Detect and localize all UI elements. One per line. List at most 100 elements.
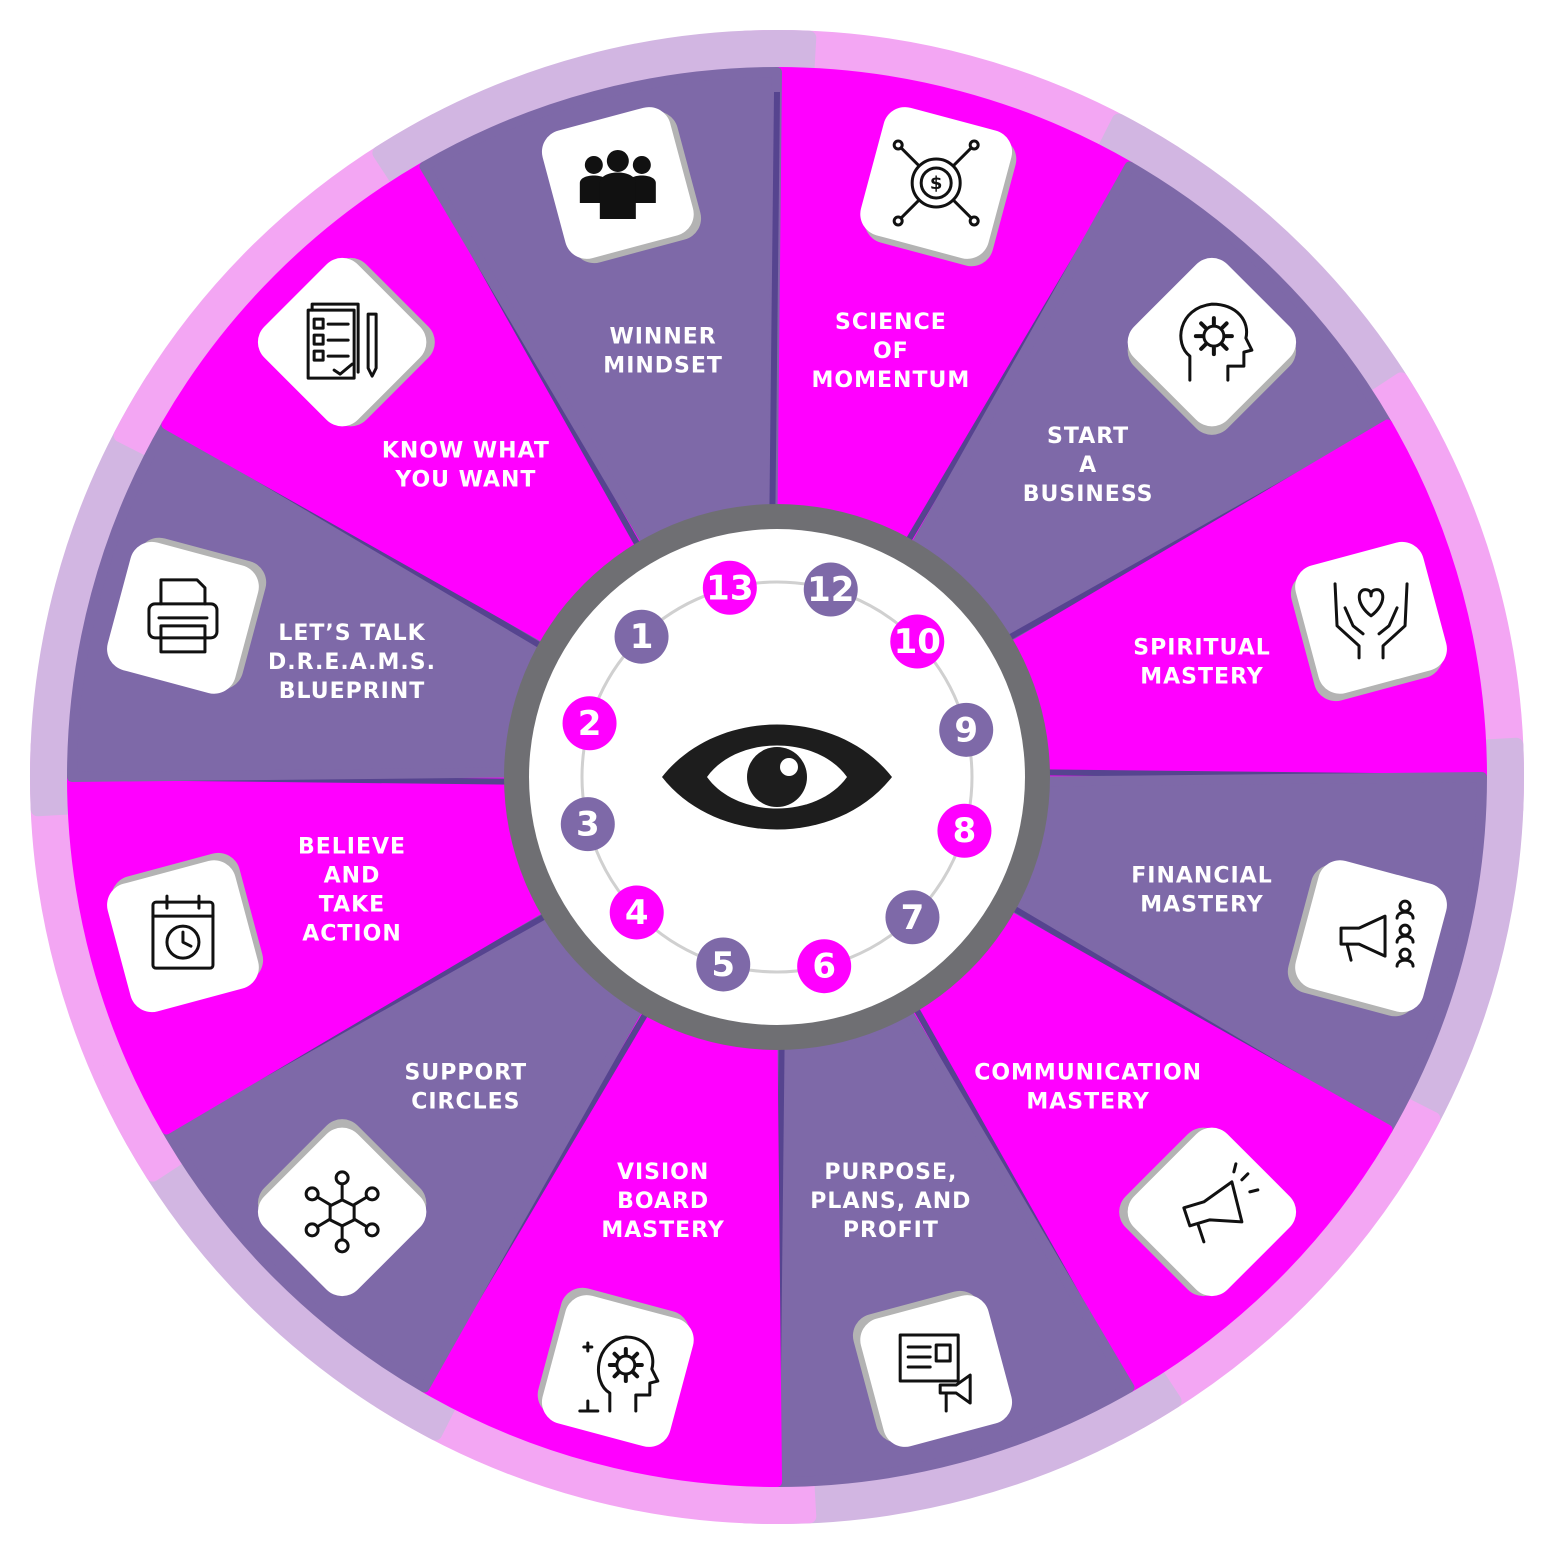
segment-label-line: SPIRITUAL (1133, 636, 1271, 661)
step-number-circle (609, 885, 664, 940)
segment-label-line: MINDSET (603, 353, 723, 378)
step-number-circle (885, 890, 940, 945)
segment-start-a-business (905, 161, 1393, 649)
eye-pupil (747, 747, 807, 807)
segment-label-line: MASTERY (1140, 665, 1264, 690)
icon-card (537, 1287, 694, 1447)
segment-label-line: BLUEPRINT (279, 679, 426, 704)
card-face (257, 1127, 427, 1297)
segment-label-line: MASTERY (601, 1218, 725, 1243)
printer-icon (147, 578, 219, 654)
calendar-clock-icon (151, 894, 215, 970)
team-icon (579, 149, 656, 219)
svg-text:$: $ (930, 173, 943, 194)
step-number-circle (696, 937, 751, 992)
segment-label-line: YOU WANT (394, 467, 536, 492)
step-number: 7 (885, 890, 940, 945)
segments-layer (67, 67, 1487, 1487)
step-number-label: 1 (630, 617, 654, 657)
segment-label-line: AND (324, 863, 381, 888)
segment-know-what-you-want (161, 161, 649, 649)
step-number-label: 7 (901, 898, 925, 938)
megaphone-icon (1182, 1162, 1260, 1244)
card-face (257, 257, 427, 427)
step-number-label: 8 (953, 811, 977, 851)
step-number-circle (702, 560, 757, 615)
segment-label-line: START (1047, 424, 1129, 449)
step-number: 9 (939, 702, 994, 757)
eye-highlight (780, 758, 798, 776)
segment-label-line: WINNER (609, 324, 716, 349)
segment-label-line: PLANS, AND (810, 1189, 971, 1214)
segment-label-line: COMMUNICATION (974, 1061, 1202, 1086)
segment-label-line: KNOW WHAT (382, 438, 550, 463)
segment-label-line: SCIENCE (835, 310, 947, 335)
step-number: 1 (614, 609, 669, 664)
card-face (1127, 257, 1297, 427)
icon-card (1119, 1127, 1297, 1297)
step-number: 2 (562, 696, 617, 751)
segment-label-line: VISION (617, 1160, 709, 1185)
icon-card (107, 852, 264, 1013)
segment-label-line: TAKE (319, 892, 385, 917)
head-idea-icon (578, 1335, 660, 1413)
segment-label-line: MASTERY (1140, 892, 1264, 917)
step-number-label: 6 (812, 947, 836, 987)
step-number-circle (614, 609, 669, 664)
segment-label-winner-mindset: WINNER MINDSET (603, 324, 723, 378)
step-number: 12 (803, 562, 858, 617)
money-growth-icon: $ (892, 139, 980, 227)
step-number-label: 5 (711, 945, 735, 985)
billboard-icon (898, 1333, 972, 1413)
segment-label-spiritual-mastery: SPIRITUAL MASTERY (1133, 636, 1271, 690)
step-number-circle (803, 562, 858, 617)
icon-card (107, 537, 267, 694)
icon-card: $ (860, 107, 1017, 267)
icon-card (257, 1119, 427, 1297)
step-number: 5 (696, 937, 751, 992)
segment-edge (769, 91, 780, 513)
card-face (1127, 1127, 1297, 1297)
icon-card (1127, 257, 1297, 435)
segment-vision-board-mastery (419, 999, 782, 1487)
segment-label-line: BOARD (617, 1189, 709, 1214)
segment-dreams-blueprint (67, 419, 555, 782)
segment-science-of-momentum (772, 67, 1135, 555)
segment-label-start-a-business: START A BUSINESS (1023, 424, 1154, 507)
segment-label-line: MOMENTUM (812, 368, 971, 393)
icon-card (1287, 860, 1447, 1017)
card-face (860, 1295, 1013, 1447)
icon-cards-layer: $ (107, 107, 1447, 1447)
step-number-label: 9 (954, 710, 978, 750)
step-number: 8 (937, 803, 992, 858)
card-face (1295, 860, 1447, 1013)
segment-label-science-of-momentum: SCIENCE OF MOMENTUM (812, 310, 971, 393)
step-number: 10 (890, 614, 945, 669)
step-number-label: 13 (706, 568, 753, 608)
icon-card (852, 1290, 1013, 1447)
segment-label-line: BUSINESS (1023, 482, 1154, 507)
segment-label-vision-board-mastery: VISION BOARD MASTERY (601, 1160, 725, 1243)
segment-label-line: CIRCLES (411, 1090, 520, 1115)
eye-icon (662, 724, 892, 830)
segment-label-line: A (1079, 453, 1097, 478)
step-number-label: 2 (578, 704, 602, 744)
segment-label-line: BELIEVE (298, 834, 406, 859)
segment-financial-mastery (999, 772, 1487, 1135)
step-number-circle (562, 696, 617, 751)
step-number-label: 12 (807, 570, 854, 610)
step-number: 3 (560, 797, 615, 852)
segment-label-line: OF (873, 339, 909, 364)
step-number-label: 10 (894, 622, 941, 662)
step-number: 4 (609, 885, 664, 940)
network-icon (304, 1170, 380, 1254)
megaphone-audience-icon (1339, 899, 1415, 968)
step-number: 13 (702, 560, 757, 615)
segment-label-line: FINANCIAL (1131, 863, 1272, 888)
